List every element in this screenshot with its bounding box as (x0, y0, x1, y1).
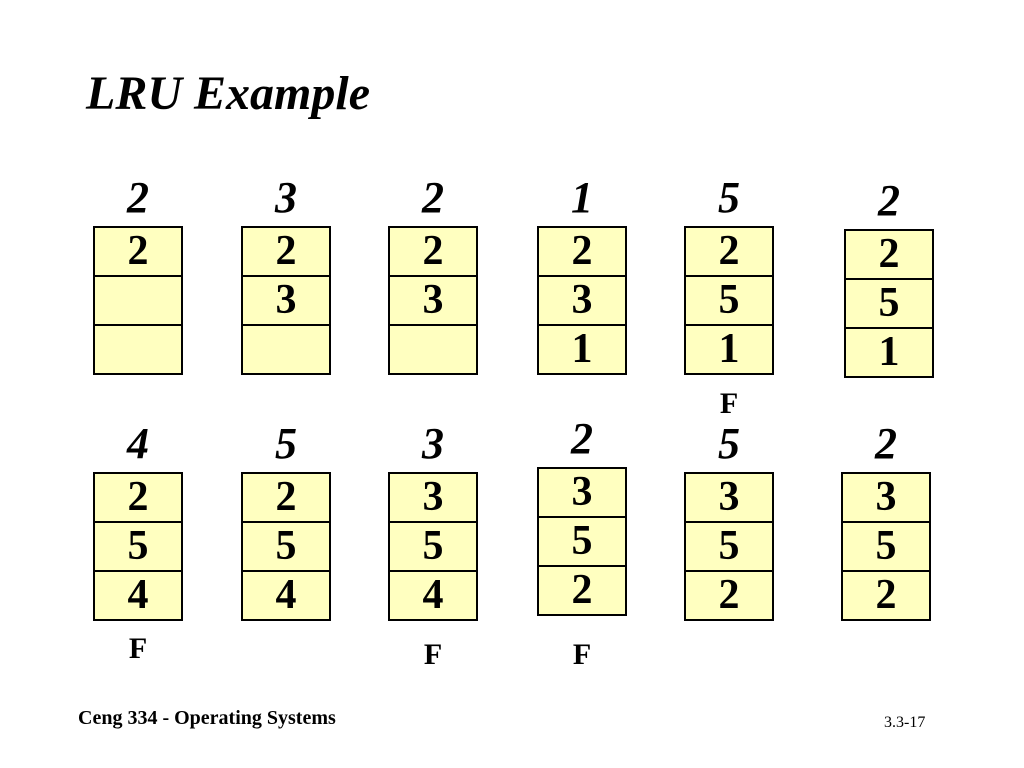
page-frames: 3 5 2 (537, 467, 627, 616)
frame-slot: 3 (390, 474, 476, 523)
page-frames: 3 5 2 (841, 472, 931, 621)
page-frames: 2 3 (388, 226, 478, 375)
reference-number: 2 (127, 173, 149, 222)
frame-slot: 4 (422, 572, 444, 618)
frame-slot: 5 (686, 277, 772, 326)
reference-number: 1 (571, 173, 593, 222)
page-frames: 2 (93, 226, 183, 375)
frame-slot: 2 (243, 228, 329, 277)
reference-number: 5 (275, 419, 297, 468)
frame-slot: 3 (390, 277, 476, 326)
frame-slot: 5 (846, 280, 932, 329)
frame-slot: 5 (390, 523, 476, 572)
frame-slot: 2 (875, 572, 897, 618)
reference-number: 2 (878, 176, 900, 225)
frame-slot: 5 (95, 523, 181, 572)
frame-slot: 2 (95, 474, 181, 523)
frame-slot: 3 (243, 277, 329, 326)
reference-number: 5 (718, 173, 740, 222)
frame-slot: 4 (275, 572, 297, 618)
page-frames: 2 5 4 (93, 472, 183, 621)
frame-slot: 1 (878, 329, 900, 375)
frame-slot: 1 (718, 326, 740, 372)
frame-slot: 2 (539, 228, 625, 277)
frame-slot: 5 (843, 523, 929, 572)
page-fault-marker: F (128, 632, 148, 665)
reference-number: 5 (718, 419, 740, 468)
frame-slot: 4 (127, 572, 149, 618)
page-fault-marker: F (572, 638, 592, 671)
page-frames: 2 3 1 (537, 226, 627, 375)
frame-slot (390, 326, 476, 373)
frame-slot: 2 (243, 474, 329, 523)
page-frames: 2 5 1 (844, 229, 934, 378)
reference-number: 4 (127, 419, 149, 468)
frame-slot (243, 326, 329, 373)
frame-slot: 2 (95, 228, 181, 277)
frame-slot: 5 (243, 523, 329, 572)
page-frames: 3 5 4 (388, 472, 478, 621)
reference-number: 2 (422, 173, 444, 222)
slide-title: LRU Example (86, 67, 370, 120)
frame-slot (95, 277, 181, 326)
frame-slot: 3 (539, 277, 625, 326)
frame-slot: 3 (843, 474, 929, 523)
page-frames: 2 3 (241, 226, 331, 375)
frame-slot: 5 (539, 518, 625, 567)
frame-slot: 3 (539, 469, 625, 518)
reference-number: 2 (875, 419, 897, 468)
frame-slot: 2 (571, 567, 593, 613)
frame-slot: 2 (390, 228, 476, 277)
frame-slot: 2 (718, 572, 740, 618)
page-fault-marker: F (719, 387, 739, 420)
page-frames: 2 5 1 (684, 226, 774, 375)
course-footer: Ceng 334 - Operating Systems (78, 707, 336, 729)
frame-slot: 2 (686, 228, 772, 277)
frame-slot: 1 (571, 326, 593, 372)
page-frames: 3 5 2 (684, 472, 774, 621)
frame-slot: 5 (686, 523, 772, 572)
reference-number: 3 (422, 419, 444, 468)
reference-number: 2 (571, 414, 593, 463)
reference-number: 3 (275, 173, 297, 222)
frame-slot: 3 (686, 474, 772, 523)
slide-number: 3.3-17 (884, 714, 926, 731)
frame-slot: 2 (846, 231, 932, 280)
page-fault-marker: F (423, 638, 443, 671)
page-frames: 2 5 4 (241, 472, 331, 621)
frame-slot (95, 326, 181, 373)
